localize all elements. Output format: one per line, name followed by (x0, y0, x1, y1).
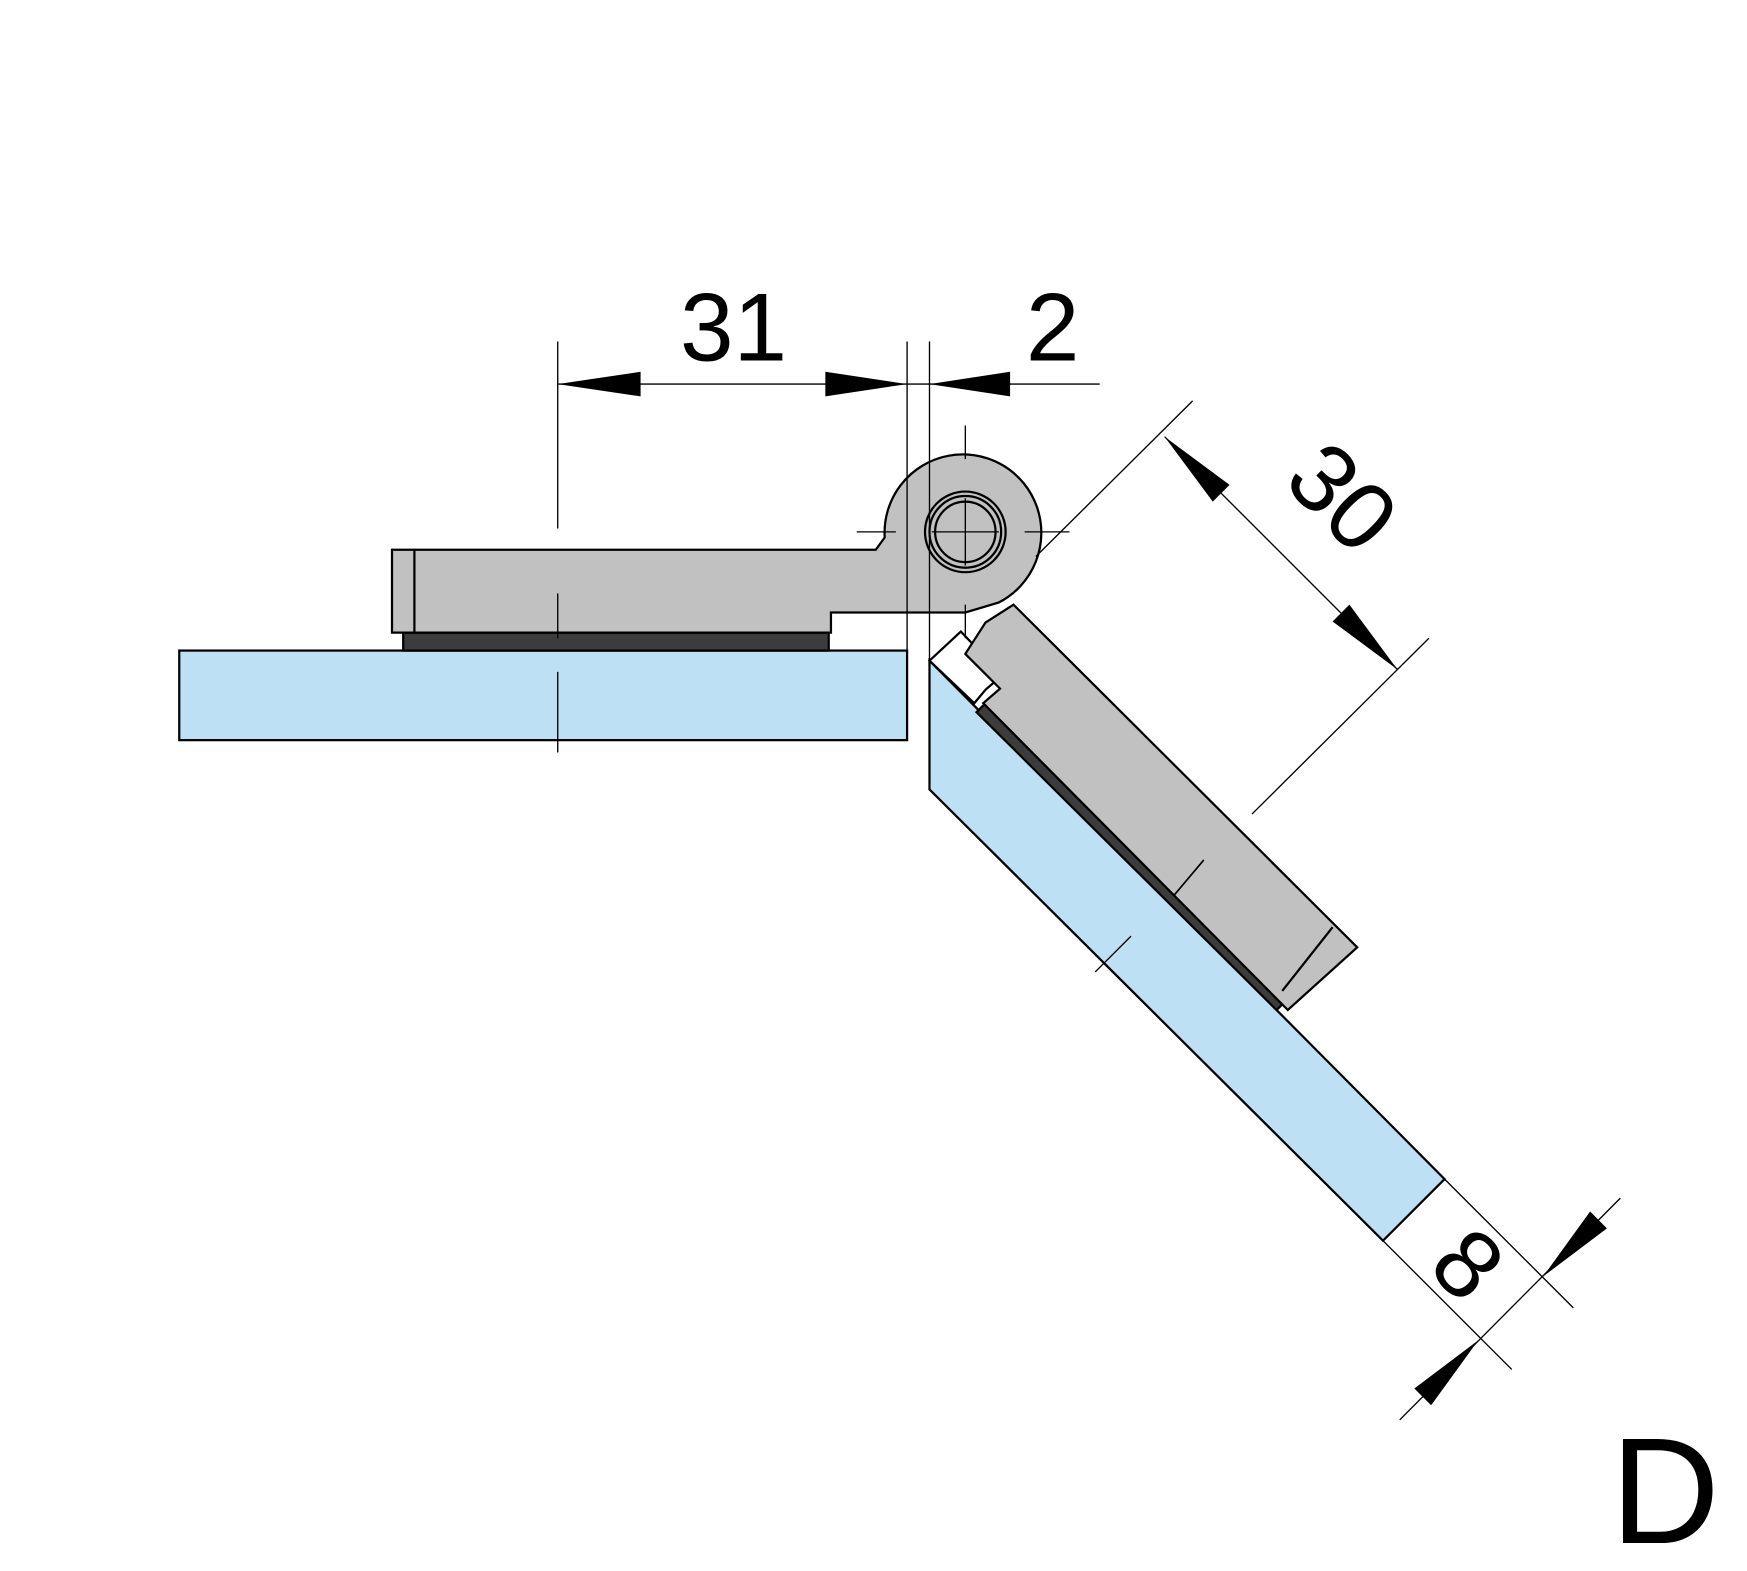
right-hinge-plate (963, 603, 1359, 1012)
dimension-label-2: 2 (1026, 275, 1080, 382)
right-glass-panel (928, 657, 1447, 1243)
dimension-31-2 (557, 341, 1100, 790)
dimension-30 (1035, 400, 1430, 815)
dimension-label-31: 31 (680, 275, 787, 382)
centerlines (557, 425, 1132, 973)
dimension-label-8: 8 (1411, 1208, 1525, 1322)
dimension-label-30: 30 (1266, 422, 1417, 573)
dimension-8 (1382, 1178, 1621, 1421)
left-hinge-plate (390, 453, 1043, 634)
left-gasket (402, 631, 830, 652)
left-glass-panel (178, 649, 909, 742)
view-label: D (1611, 1407, 1720, 1571)
